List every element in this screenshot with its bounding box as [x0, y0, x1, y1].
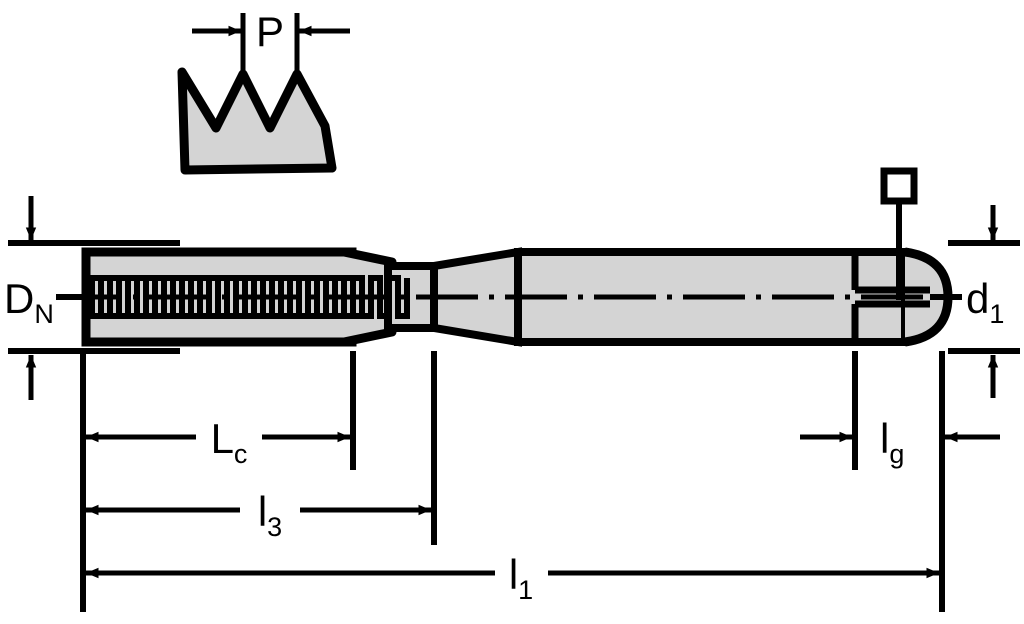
dimension-square-length: lg — [800, 415, 1000, 469]
thread-hatch-pattern — [88, 275, 410, 319]
dimension-label-nominal-diameter: DN — [4, 275, 54, 329]
dimension-shank-diameter: d1 — [930, 205, 1020, 398]
tap-tool-body — [60, 247, 960, 347]
dimension-chamfer-length: Lc — [86, 415, 350, 469]
dimension-label-overall-length: l1 — [509, 551, 533, 605]
thread-profile-detail: P — [177, 8, 350, 175]
square-drive-symbol-group — [880, 167, 918, 300]
dimension-label-chamfer-length: Lc — [211, 415, 248, 469]
dimension-label-pitch: P — [256, 8, 284, 55]
square-icon — [880, 167, 918, 205]
dimension-label-square-length: lg — [880, 415, 904, 469]
thread-profile-shape — [177, 67, 337, 175]
dimension-nominal-diameter: DN — [4, 196, 180, 400]
extension-lines — [80, 351, 945, 612]
dimension-label-thread-length: l3 — [258, 488, 282, 542]
dimension-overall-length: l1 — [86, 551, 939, 605]
dimension-label-shank-diameter: d1 — [966, 275, 1004, 329]
dimension-thread-length: l3 — [86, 488, 431, 542]
